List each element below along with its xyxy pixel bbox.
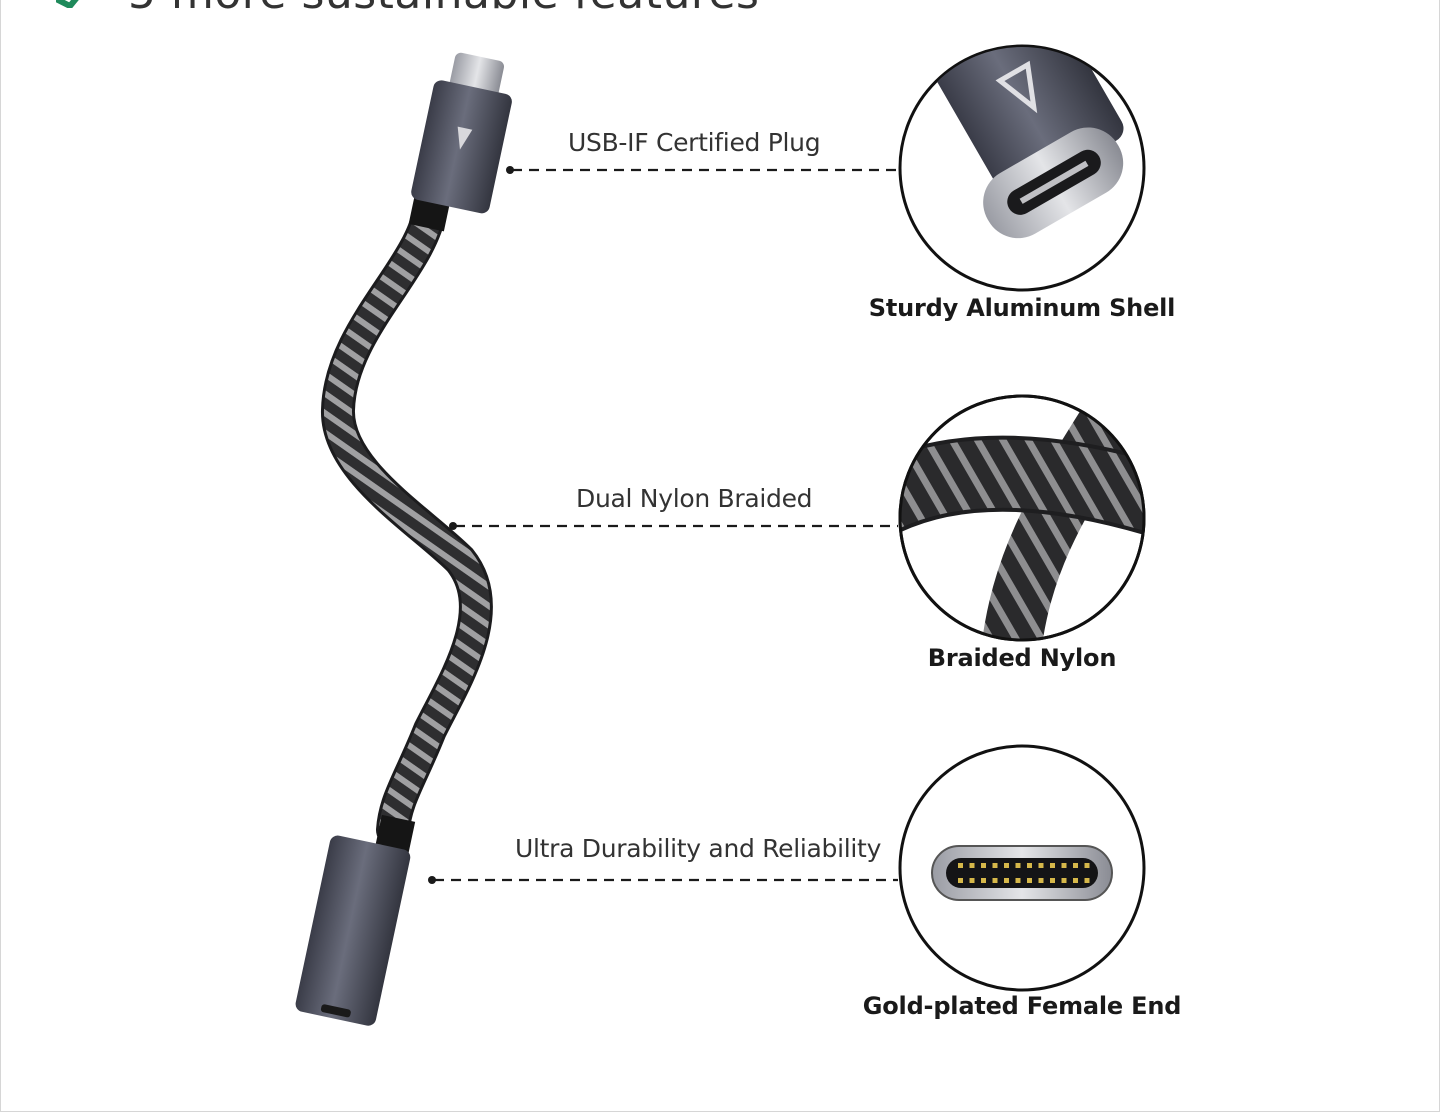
feature-label-certified-plug: USB-IF Certified Plug bbox=[568, 128, 821, 157]
caption-braided-nylon: Braided Nylon bbox=[927, 644, 1117, 672]
gold-pin bbox=[1004, 878, 1009, 883]
usb-c-port-closeup-icon bbox=[898, 744, 1146, 992]
gold-pin bbox=[1015, 878, 1021, 883]
gold-pin bbox=[1084, 863, 1090, 868]
gold-pin bbox=[969, 878, 975, 883]
gold-pin bbox=[981, 878, 986, 883]
gold-pin bbox=[981, 863, 986, 868]
gold-pin bbox=[992, 863, 998, 868]
feature-label-dual-nylon: Dual Nylon Braided bbox=[576, 484, 813, 513]
gold-pin bbox=[958, 863, 963, 868]
gold-pin bbox=[958, 878, 963, 883]
gold-pin bbox=[1061, 863, 1067, 868]
caption-aluminum-shell: Sturdy Aluminum Shell bbox=[868, 294, 1176, 322]
gold-pin bbox=[1027, 878, 1032, 883]
usb-c-plug-closeup-icon bbox=[898, 44, 1146, 292]
gold-pin bbox=[969, 863, 975, 868]
feature-label-durability: Ultra Durability and Reliability bbox=[515, 834, 882, 863]
gold-pin bbox=[1061, 878, 1067, 883]
gold-pin bbox=[1004, 863, 1009, 868]
braided-cable bbox=[321, 193, 493, 847]
braided-cable-closeup-icon bbox=[898, 394, 1146, 642]
gold-pin bbox=[1050, 863, 1055, 868]
gold-pin bbox=[1038, 878, 1044, 883]
gold-pin bbox=[1050, 878, 1055, 883]
leader-lines bbox=[434, 168, 898, 882]
usb-c-male-plug bbox=[408, 52, 512, 232]
section-title: 5 more sustainable features bbox=[128, 0, 759, 19]
usb-c-female-end bbox=[295, 814, 416, 1026]
gold-pin bbox=[1084, 878, 1090, 883]
gold-pin bbox=[1038, 863, 1044, 868]
gold-pin bbox=[992, 878, 998, 883]
gold-pin bbox=[1073, 863, 1078, 868]
caption-gold-plated-end: Gold-plated Female End bbox=[862, 992, 1182, 1020]
checkmark-icon bbox=[56, 0, 79, 8]
gold-pin bbox=[1073, 878, 1078, 883]
gold-pin bbox=[1015, 863, 1021, 868]
gold-pin bbox=[1027, 863, 1032, 868]
